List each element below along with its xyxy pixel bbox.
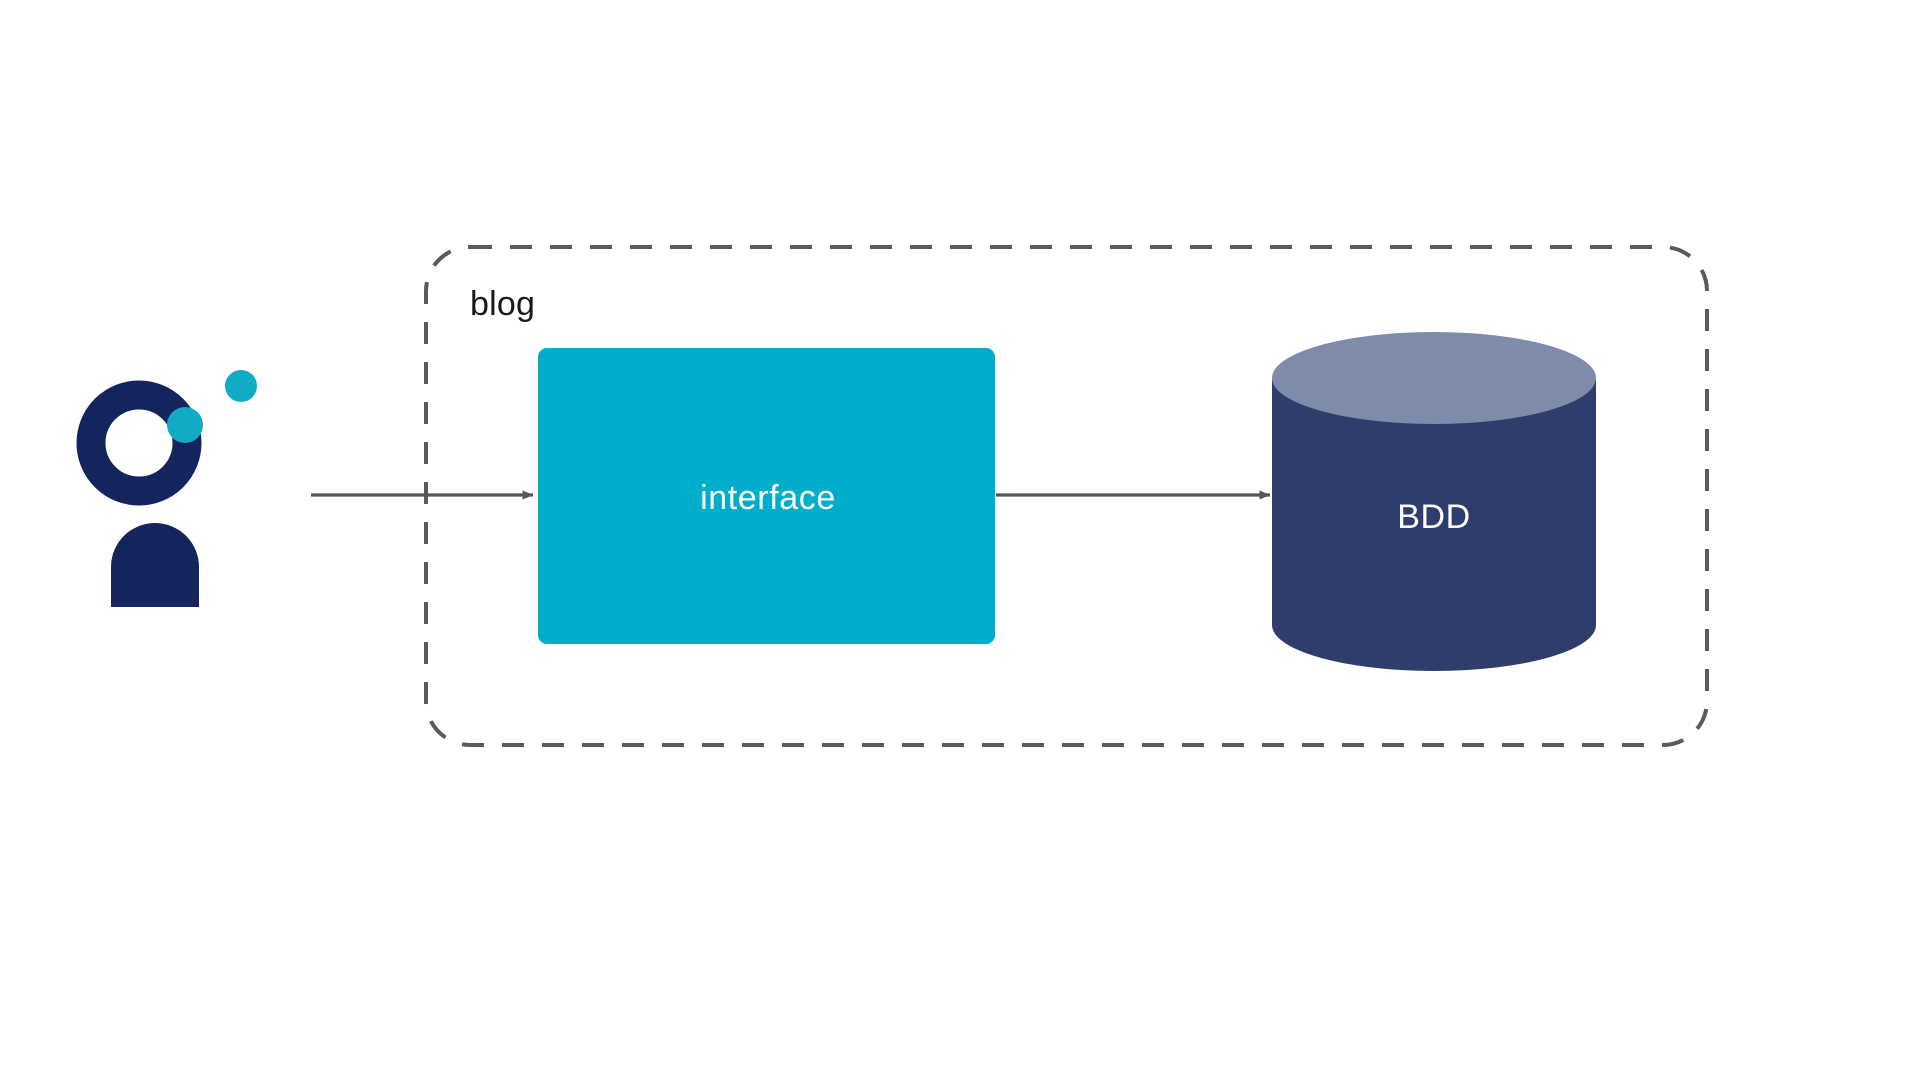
interface-component-box bbox=[538, 348, 995, 644]
bdd-database-body bbox=[1272, 378, 1596, 671]
actor-inner-dot-icon bbox=[167, 407, 203, 443]
bdd-database-label: BDD bbox=[1397, 498, 1471, 536]
actor-outer-dot-icon bbox=[225, 370, 257, 402]
actor-head-ring-icon bbox=[76, 380, 202, 506]
actor-body-icon bbox=[111, 523, 199, 607]
bdd-database[interactable]: BDD bbox=[1272, 332, 1596, 671]
bdd-database-top bbox=[1272, 332, 1596, 424]
system-boundary-label: blog bbox=[470, 285, 535, 323]
user-actor[interactable] bbox=[76, 370, 257, 607]
interface-component[interactable]: interface bbox=[538, 348, 995, 644]
interface-component-label: interface bbox=[700, 479, 836, 517]
